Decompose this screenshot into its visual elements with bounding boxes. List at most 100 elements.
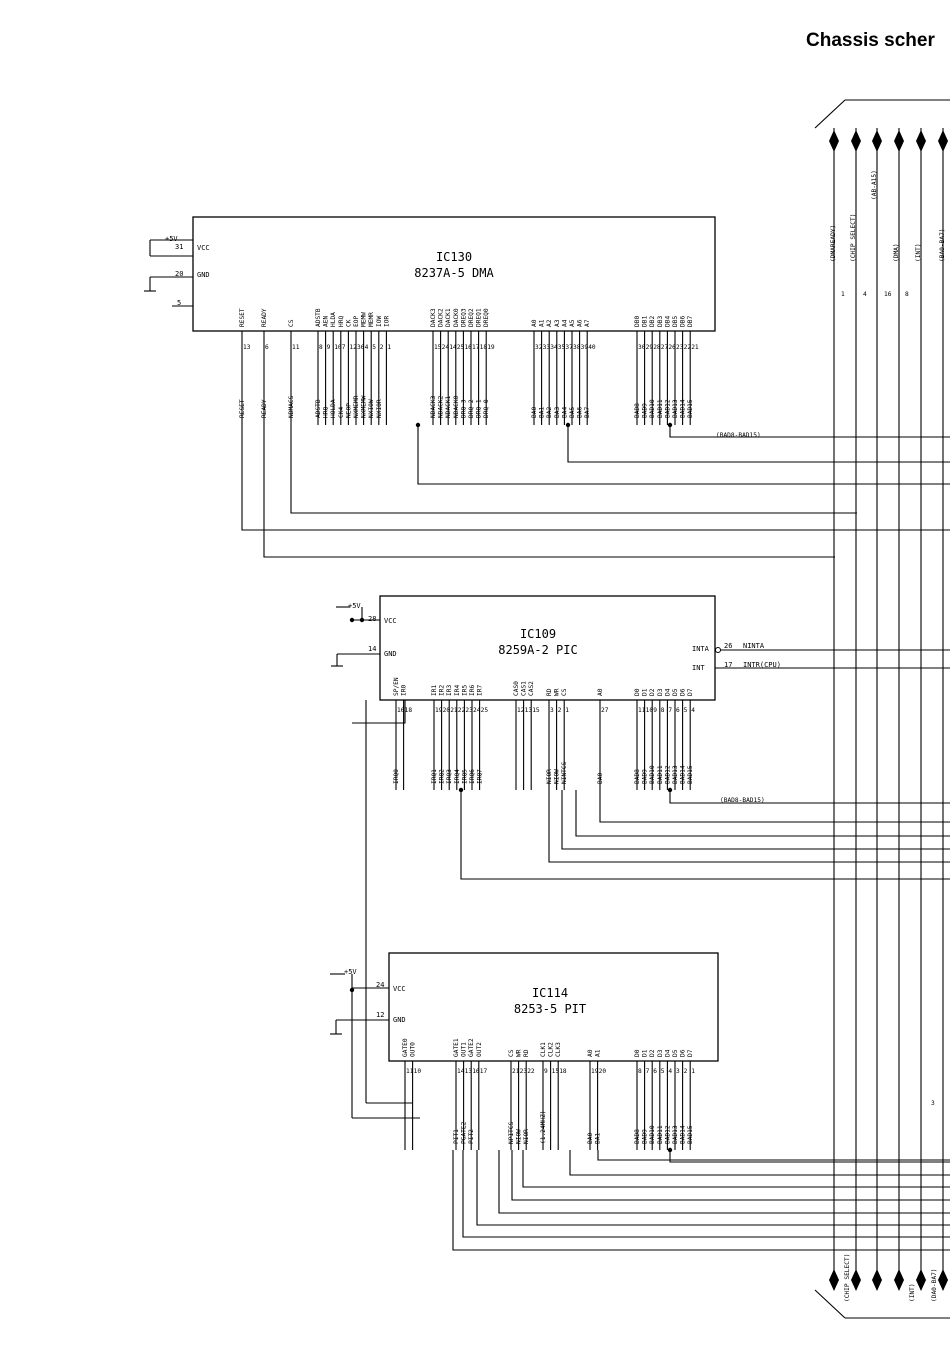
pin-label: DACK3 (430, 308, 437, 327)
pin-number: 21 (512, 1068, 520, 1075)
net-wire (511, 1150, 950, 1201)
pin-number: 25 (457, 344, 465, 351)
bus-count: 16 (884, 291, 892, 298)
net-label: CK4 (338, 407, 345, 418)
pin-label: DB5 (672, 316, 679, 327)
ic130-vcc-label: VCC (197, 244, 210, 252)
pin-number: 21 (450, 707, 458, 714)
net-wire (669, 425, 950, 438)
bus-label: (DMA) (893, 243, 900, 262)
pin-number: 11 (638, 707, 646, 714)
pin-number: 24 (473, 707, 481, 714)
pin-label: D4 (664, 688, 671, 696)
bus-frame-top (814, 99, 950, 129)
pin-number: 6 (676, 707, 680, 714)
pin-label: D5 (672, 1049, 679, 1057)
net-label: BAD14 (680, 1125, 687, 1144)
pin-label: A1 (539, 319, 546, 327)
pin-number: 8 (319, 344, 323, 351)
pin-label: EOP (353, 316, 360, 327)
net-label: BAD12 (664, 1125, 671, 1144)
net-label: NIOR (523, 1129, 530, 1144)
bus-arrow-bottom (894, 1269, 904, 1280)
pin-number: 23 (520, 1068, 528, 1075)
net-label: BAD11 (657, 765, 664, 784)
bus-arrow-bottom (829, 1280, 839, 1291)
bus-arrow-bottom (851, 1280, 861, 1291)
net-label: NDMACS (288, 395, 295, 418)
net-label: BAD13 (672, 1125, 679, 1144)
ic130-vcc-pin: 31 (175, 243, 183, 251)
net-label: READY (261, 399, 268, 418)
junction-dot (667, 1147, 673, 1153)
net-wire (669, 790, 950, 804)
pin-label: D6 (680, 688, 687, 696)
ic109-int-label: INT (692, 664, 705, 672)
net-label: NXIOR (376, 399, 383, 418)
net-wire (597, 1150, 950, 1161)
net-wire (522, 1150, 950, 1188)
net-label: BA3 (554, 407, 561, 418)
ic109-int-pin: 17 (724, 661, 732, 669)
net-label: BA5 (569, 407, 576, 418)
pin-label: RD (546, 688, 553, 696)
bus-arrow-top (829, 130, 839, 141)
bus-bottom-labels: (CHIP SELECT) (INT) (DA0-BA7) 3 (844, 1100, 938, 1302)
pin-number: 13 (243, 344, 251, 351)
pin-label: OUT1 (461, 1042, 468, 1057)
pin-number: 15 (532, 707, 540, 714)
net-label: BA1 (595, 1133, 602, 1144)
pin-label: HRQ (338, 316, 345, 327)
pin-number: 3 (550, 707, 554, 714)
net-label: IRQ2 (439, 769, 446, 784)
net-label: BA1 (539, 407, 546, 418)
pin-number: 2 (380, 344, 384, 351)
net-wire (599, 790, 950, 823)
pin-label: DACK0 (453, 308, 460, 327)
net-label: PIT1 (453, 1129, 460, 1144)
ic130-nc-pin: 5 (177, 299, 181, 307)
bus-top-labels: (DMAREADY) (CHIP SELECT) (AB-A15) (DMA) … (830, 170, 946, 298)
pin-label: DACK1 (445, 308, 452, 327)
net-label: BAD11 (657, 399, 664, 418)
net-label: BAD14 (680, 399, 687, 418)
pin-number: 18 (480, 344, 488, 351)
net-label: NXMEMW (361, 395, 368, 418)
pin-label: A3 (554, 319, 561, 327)
bus-arrow-top (938, 130, 948, 141)
pin-label: IR7 (477, 685, 484, 696)
ic114-vcc-net: +5V (344, 968, 357, 976)
pin-label: AEN (323, 316, 330, 327)
net-wires (241, 422, 950, 1251)
net-label: DRQ 2 (468, 399, 475, 418)
pin-label: A4 (561, 319, 568, 327)
net-label: RESET (239, 399, 246, 418)
pin-label: OUT2 (476, 1042, 483, 1057)
pin-label: D3 (657, 688, 664, 696)
pin-label: GATE2 (468, 1038, 475, 1057)
pin-number: 7 (646, 1068, 650, 1075)
pin-number: 20 (599, 1068, 607, 1075)
pin-label: DB3 (657, 316, 664, 327)
pin-number: 14 (457, 1068, 465, 1075)
net-label: HOLDA (330, 399, 337, 418)
bus-count: 3 (931, 1100, 935, 1107)
pin-label: RD (523, 1049, 530, 1057)
ic109-intr-net: INTR(CPU) (743, 661, 781, 669)
net-label: (1.24MHZ) (540, 1110, 547, 1144)
bus-arrow-bottom (872, 1280, 882, 1291)
net-label: BAD10 (649, 1125, 656, 1144)
net-wire (263, 425, 835, 558)
pin-number: 4 (365, 344, 369, 351)
pin-label: READY (261, 308, 268, 327)
pin-label: DB6 (680, 316, 687, 327)
bus-label: (DMAREADY) (830, 225, 837, 262)
pin-label: IOW (376, 316, 383, 327)
net-label: NIOW (516, 1129, 523, 1144)
pin-number: 13 (465, 1068, 473, 1075)
ic130-bus-label: (BAD8-BAD15) (716, 432, 761, 439)
net-wire (241, 425, 950, 531)
pin-label: D3 (657, 1049, 664, 1057)
pin-label: IOR (383, 316, 390, 327)
pin-number: 12 (517, 707, 525, 714)
